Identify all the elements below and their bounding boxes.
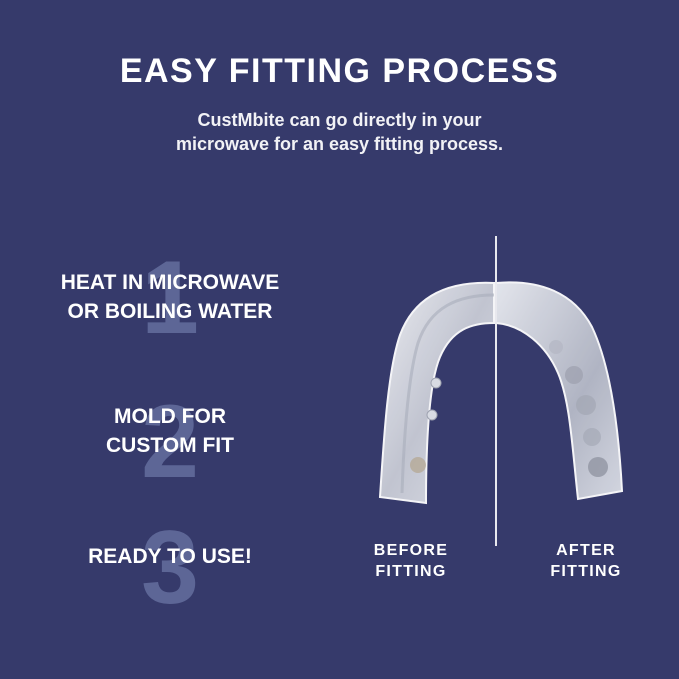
step-1-label: HEAT IN MICROWAVE OR BOILING WATER — [20, 268, 320, 326]
step-2-label: MOLD FOR CUSTOM FIT — [20, 402, 320, 460]
before-caption-line-1: BEFORE — [373, 542, 449, 559]
before-fitting-caption: BEFORE FITTING — [346, 540, 476, 582]
step-3-label: READY TO USE! — [20, 542, 320, 571]
step-3: 3 READY TO USE! — [20, 510, 320, 626]
step-1-label-line-2: OR BOILING WATER — [67, 300, 273, 323]
step-2-label-line-2: CUSTOM FIT — [106, 434, 234, 457]
step-1-label-line-1: HEAT IN MICROWAVE — [60, 271, 280, 294]
step-3-label-line-1: READY TO USE! — [88, 545, 252, 568]
mouthguard-before-half — [378, 281, 495, 505]
step-3-number: 3 — [141, 510, 199, 626]
before-caption-line-2: FITTING — [375, 563, 447, 580]
subtitle-line-1: CustMbite can go directly in your — [197, 110, 482, 130]
step-1: 1 HEAT IN MICROWAVE OR BOILING WATER — [20, 240, 320, 356]
after-caption-line-2: FITTING — [550, 563, 622, 580]
step-2-number: 2 — [141, 384, 199, 500]
comparison-divider — [495, 236, 497, 546]
subtitle: CustMbite can go directly in your microw… — [0, 108, 679, 156]
mouthguard-image — [378, 281, 624, 505]
step-1-number: 1 — [141, 240, 199, 356]
subtitle-line-2: microwave for an easy fitting process. — [175, 134, 504, 154]
after-fitting-caption: AFTER FITTING — [521, 540, 651, 582]
step-2-label-line-1: MOLD FOR — [114, 405, 226, 428]
step-2: 2 MOLD FOR CUSTOM FIT — [20, 384, 320, 500]
after-caption-line-1: AFTER — [556, 542, 616, 559]
page-title: EASY FITTING PROCESS — [119, 52, 560, 90]
